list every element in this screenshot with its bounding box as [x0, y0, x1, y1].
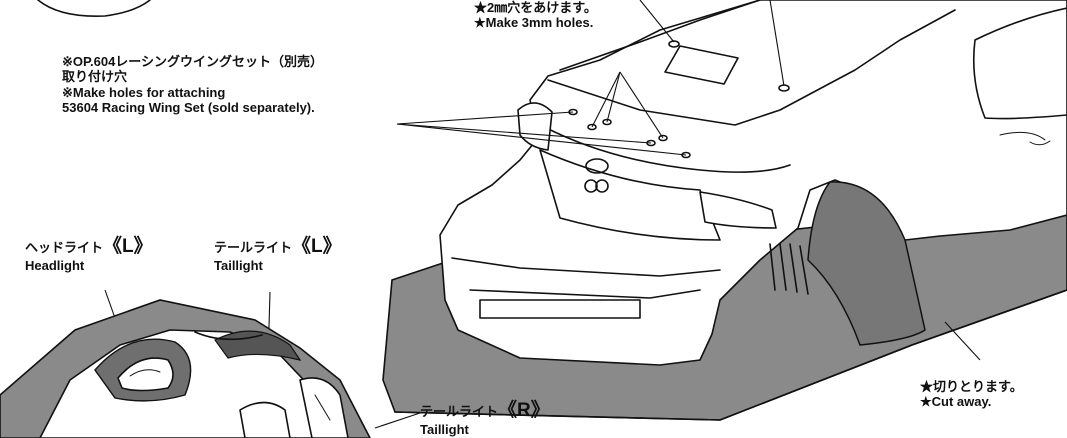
antenna-panel — [664, 45, 739, 85]
rear-wheel-arch — [807, 181, 926, 346]
headlight-en: Headlight — [25, 258, 85, 274]
taillight-left-label: テールライト《L》 Taillight — [214, 236, 342, 274]
taillight-right-lens — [299, 377, 349, 438]
wing-holes-en-2: 53604 Racing Wing Set (sold separately). — [62, 99, 315, 115]
leader-lines — [104, 0, 981, 429]
trunk-line — [547, 9, 956, 126]
headlight-detail — [129, 369, 161, 377]
roof-line — [559, 0, 761, 71]
taillight-right-en: Taillight — [420, 422, 469, 438]
wing-holes-label: ※OP.604レーシングウイングセット（別売） 取り付け穴 ※Make hole… — [62, 54, 323, 115]
bumper-line — [451, 257, 721, 277]
rear-emblem — [585, 158, 609, 174]
taillight-left-en: Taillight — [214, 258, 263, 274]
cut-away-en: ★Cut away. — [920, 394, 992, 410]
wing-holes-jp-2: 取り付け穴 — [62, 69, 128, 85]
taillight-right-side-mark: 《R》 — [498, 400, 550, 421]
diffuser-line — [469, 289, 701, 299]
skirt-edge — [394, 289, 1067, 421]
license-recess — [539, 149, 721, 241]
taillight-right-detail — [314, 394, 331, 421]
taillight-left-unit — [517, 102, 553, 151]
side-vent — [769, 243, 809, 295]
drill-holes-label: ★2㎜穴をあけます。 ★Make 3mm holes. — [474, 0, 597, 31]
taillight-lower-lens — [239, 401, 291, 438]
cut-away-jp: ★切りとります。 — [920, 379, 1023, 394]
wing-holes-en-1: ※Make holes for attaching — [62, 84, 226, 100]
door-handle-detail — [1029, 140, 1051, 146]
taillight-right-unit — [699, 191, 777, 229]
drill-holes-en: ★Make 3mm holes. — [474, 15, 594, 31]
cut-away-label: ★切りとります。 ★Cut away. — [920, 379, 1023, 410]
headlight-side-mark: 《L》 — [103, 236, 153, 257]
trunk-edge — [527, 117, 791, 173]
partial-circle-outline — [37, 0, 151, 17]
taillight-left-side-mark: 《L》 — [292, 236, 342, 257]
headlight-jp: ヘッドライト — [25, 240, 104, 255]
taillight-right-label: テールライト《R》 Taillight — [420, 400, 550, 438]
taillight-left-recess — [214, 330, 302, 361]
wing-holes-jp-1: ※OP.604レーシングウイングセット（別売） — [62, 54, 324, 69]
side-window — [972, 7, 1067, 120]
drill-holes-jp: ★2㎜穴をあけます。 — [474, 0, 597, 15]
logo-ring-left — [584, 179, 598, 193]
taillight-right-jp: テールライト — [420, 404, 499, 419]
shell-crease — [194, 331, 263, 341]
diffuser-panel — [479, 299, 641, 319]
headlight-lens — [117, 357, 174, 392]
taillight-left-jp: テールライト — [214, 240, 293, 255]
door-handle — [999, 131, 1046, 141]
headlight-label: ヘッドライト《L》 Headlight — [25, 236, 153, 274]
logo-ring-right — [595, 179, 609, 193]
